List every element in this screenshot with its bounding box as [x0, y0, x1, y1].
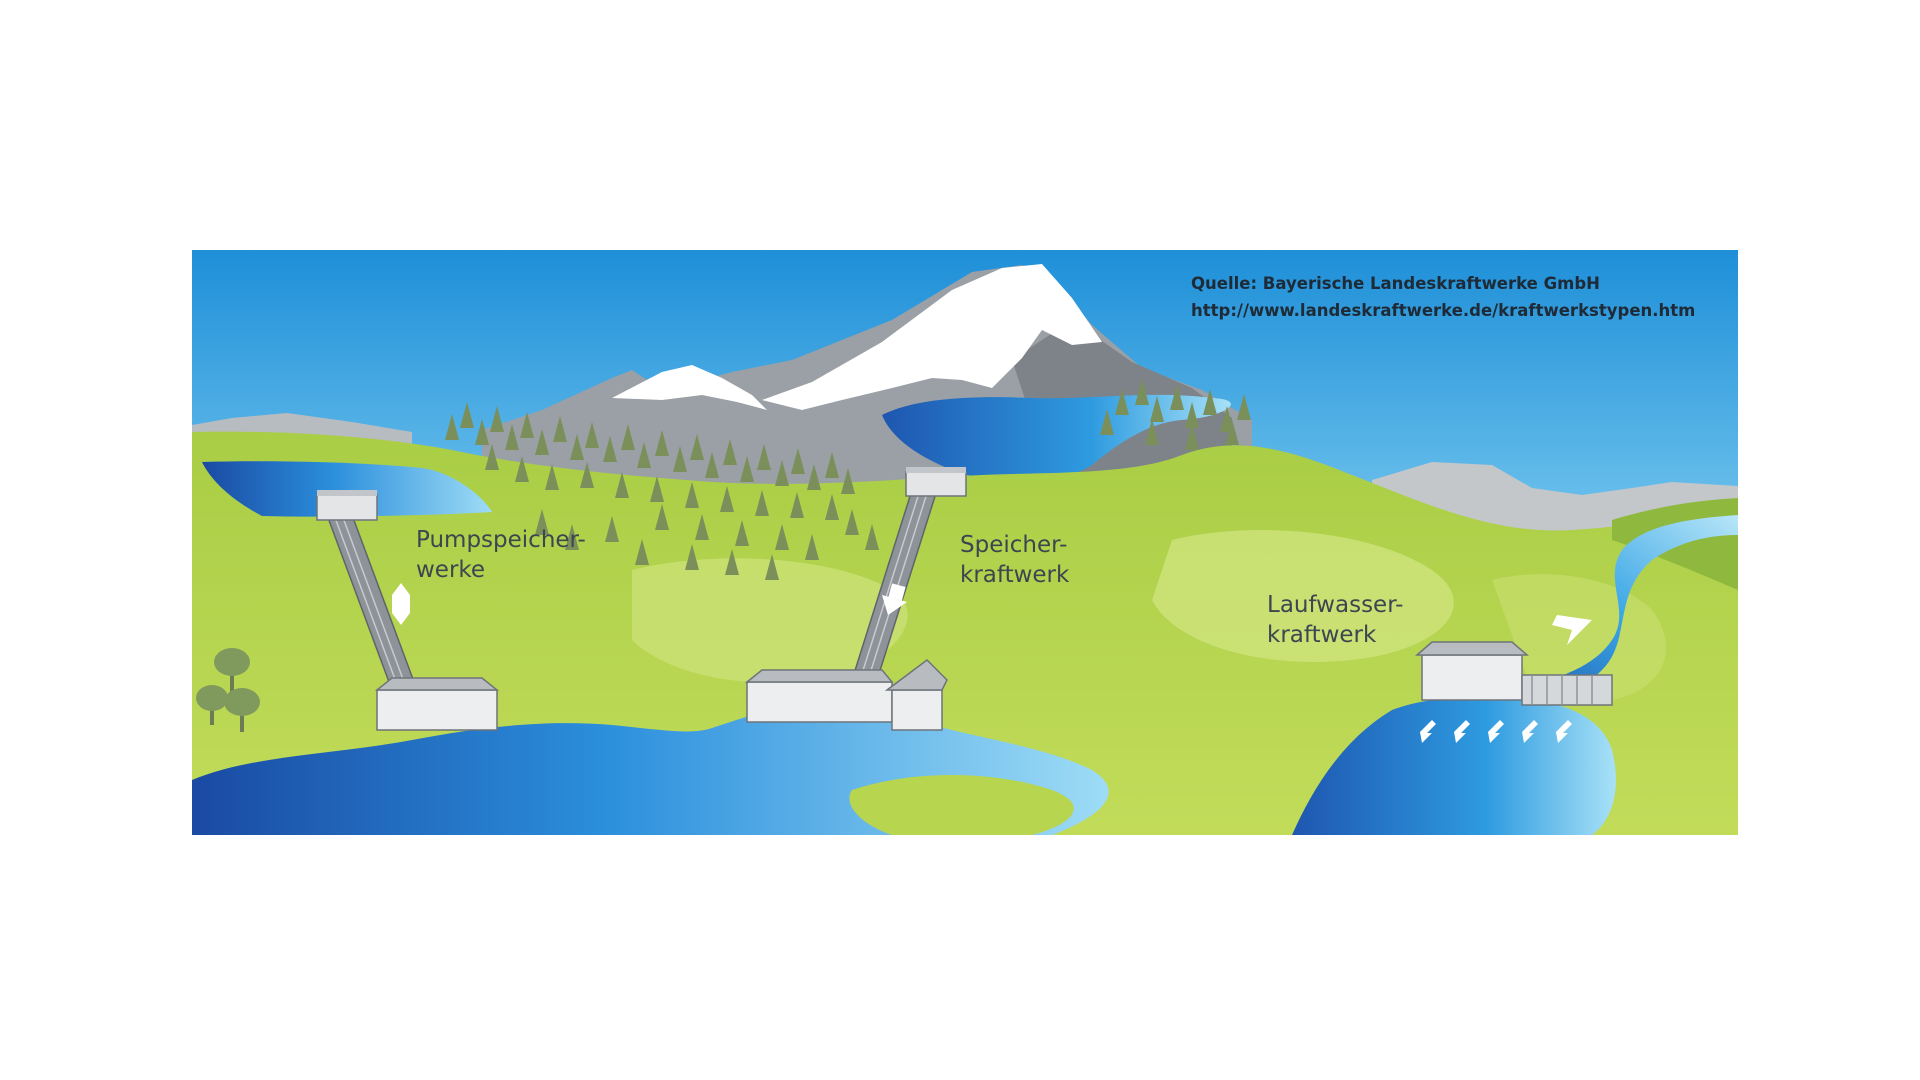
source-line-2: http://www.landeskraftwerke.de/kraftwerk…: [1191, 301, 1696, 320]
conifer-tree: [740, 456, 754, 482]
conifer-tree: [765, 554, 779, 580]
conifer-tree: [490, 406, 504, 432]
conifer-tree: [825, 494, 839, 520]
conifer-tree: [650, 476, 664, 502]
conifer-tree: [1225, 419, 1239, 445]
conifer-tree: [585, 422, 599, 448]
conifer-tree: [1203, 389, 1217, 415]
pumped-storage-plant: [316, 490, 500, 731]
conifer-tree: [535, 509, 549, 535]
conifer-tree: [460, 402, 474, 428]
conifer-tree: [685, 482, 699, 508]
meadow-patch-1: [632, 558, 908, 683]
conifer-tree: [637, 442, 651, 468]
conifer-tree: [845, 509, 859, 535]
conifer-tree: [635, 539, 649, 565]
bottom-meadow-island: [849, 775, 1074, 835]
conifer-tree: [807, 464, 821, 490]
updown-arrow-icon: [392, 583, 410, 625]
conifer-tree: [690, 434, 704, 460]
weir: [1521, 674, 1613, 706]
hydropower-diagram: Quelle: Bayerische Landeskraftwerke GmbH…: [192, 250, 1738, 835]
conifer-tree: [757, 444, 771, 470]
forest: [445, 379, 1251, 580]
meadow-patch-2: [1152, 530, 1454, 662]
snow-small-peak: [612, 365, 767, 410]
landscape-illustration: [192, 250, 1738, 835]
conifer-tree: [705, 452, 719, 478]
conifer-tree: [565, 524, 579, 550]
outflow-arrows-icon: [1420, 720, 1572, 743]
label-run-of-river: Laufwasser- kraftwerk: [1267, 590, 1403, 650]
snow-main-peak: [762, 264, 1102, 410]
conifer-tree: [655, 504, 669, 530]
conifer-tree: [1150, 396, 1164, 422]
conifer-tree: [505, 424, 519, 450]
conifer-tree: [805, 534, 819, 560]
conifer-tree: [1237, 394, 1251, 420]
conifer-tree: [655, 430, 669, 456]
label-storage: Speicher- kraftwerk: [960, 530, 1069, 590]
powerhouse-pumped: [376, 689, 498, 731]
conifer-tree: [1185, 402, 1199, 428]
conifer-tree: [841, 468, 855, 494]
conifer-tree: [775, 524, 789, 550]
lower-water-right: [1292, 697, 1616, 835]
conifer-tree: [865, 524, 879, 550]
conifer-tree: [775, 460, 789, 486]
mountain-lake: [882, 394, 1231, 483]
conifer-tree: [1100, 409, 1114, 435]
conifer-tree: [695, 514, 709, 540]
conifer-tree: [445, 414, 459, 440]
conifer-tree: [475, 419, 489, 445]
conifer-tree: [720, 486, 734, 512]
source-line-1: Quelle: Bayerische Landeskraftwerke GmbH: [1191, 274, 1600, 293]
label-runofriver-line-1: Laufwasser-: [1267, 592, 1404, 618]
conifer-tree: [545, 464, 559, 490]
bushes: [196, 648, 260, 732]
conifer-tree: [1185, 424, 1199, 450]
conifer-tree: [791, 448, 805, 474]
conifer-tree: [605, 516, 619, 542]
conifer-tree: [1170, 384, 1184, 410]
conifer-tree: [790, 492, 804, 518]
run-of-river-plant: [1414, 615, 1613, 743]
storage-plant: [744, 467, 967, 731]
conifer-tree: [603, 436, 617, 462]
conifer-tree: [615, 472, 629, 498]
down-arrow-icon: [882, 583, 907, 615]
intake-house-pumped: [316, 494, 378, 521]
conifer-tree: [621, 424, 635, 450]
label-storage-line-2: kraftwerk: [960, 562, 1070, 588]
conifer-tree: [1145, 419, 1159, 445]
inflow-arrow-icon: [1552, 615, 1592, 645]
conifer-tree: [755, 490, 769, 516]
conifer-tree: [685, 544, 699, 570]
conifer-tree: [485, 444, 499, 470]
label-runofriver-line-2: kraftwerk: [1267, 622, 1377, 648]
intake-house-storage: [905, 471, 967, 497]
conifer-tree: [735, 520, 749, 546]
label-pumped-line-1: Pumpspeicher-: [416, 527, 586, 553]
conifer-tree: [825, 452, 839, 478]
source-credit: Quelle: Bayerische Landeskraftwerke GmbH…: [1191, 270, 1695, 324]
label-storage-line-1: Speicher-: [960, 532, 1068, 558]
conifer-tree: [553, 416, 567, 442]
conifer-tree: [520, 412, 534, 438]
label-pumped-line-2: werke: [416, 557, 486, 583]
powerhouse-storage: [746, 681, 893, 723]
conifer-tree: [1135, 379, 1149, 405]
conifer-tree: [570, 434, 584, 460]
conifer-tree: [515, 456, 529, 482]
conifer-tree: [723, 439, 737, 465]
label-pumped-storage: Pumpspeicher- werke: [416, 525, 586, 585]
conifer-tree: [535, 429, 549, 455]
conifer-tree: [673, 446, 687, 472]
conifer-tree: [580, 462, 594, 488]
conifer-tree: [725, 549, 739, 575]
conifer-tree: [1115, 389, 1129, 415]
upper-reservoir: [202, 461, 492, 517]
powerhouse-runofriver: [1421, 654, 1523, 701]
